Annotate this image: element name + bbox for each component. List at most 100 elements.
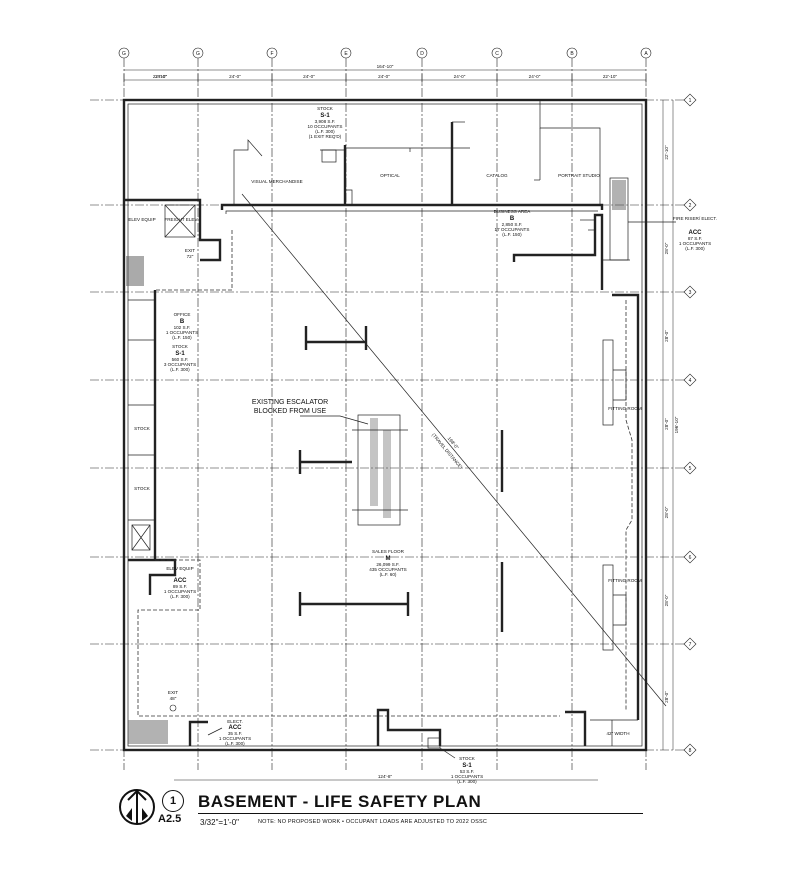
right-dim-3: 28'-0" [664,418,669,430]
north-arrow-icon [119,789,155,825]
grid-col-bubble-4 [416,47,428,59]
top-dim-0: 22'-10" [153,74,168,79]
elect-bottom-line-2: 1 OCCUPANTS [219,736,251,741]
office-line-1: 102 S.F. [174,325,191,330]
dim-bottom: 124'-8" [378,774,393,779]
stock-bottom-line-1: 53 S.F. [460,769,474,774]
portrait-label: PORTRAIT STUDIO [558,173,600,178]
optical-label: OPTICAL [380,173,400,178]
width-note: 42" WIDTH [606,731,629,736]
grid-col-bubble-0 [118,47,130,59]
fire-riser-name: FIRE RISER/ ELECT. [673,216,717,221]
business-code: B [510,216,515,222]
freight-elev-label: FREIGHT ELEV [164,217,198,222]
stock-bottom-name: STOCK [459,756,476,761]
grid-row-label-7: 8 [689,748,692,754]
grid-col-bubble-6 [566,47,578,59]
fire-riser-line-3: (L.F. 300) [685,246,705,251]
grid-row-label-4: 5 [689,466,692,472]
grid-col-bubble-3 [340,47,352,59]
grid-col-label-2: F [270,51,273,57]
sales-floor-code: M [386,556,391,562]
grid-col-label-5: C [495,51,499,57]
grid-col-label-0: G [122,51,126,57]
grid-col-label-4: D [420,51,424,57]
stock-top-name: STOCK [317,106,334,111]
escalator-leader [300,415,369,425]
grid-col-bubble-2 [266,47,278,59]
grid-col-label-1: G [196,51,200,57]
top-dim-2: 24'-0" [229,74,241,79]
title-underline [198,813,643,814]
fitting-room-2-label: FITTING ROOM [608,578,642,583]
right-dim-1: 28'-0" [664,242,669,254]
stock-top-line-2: 10 OCCUPANTS [308,124,343,129]
sales-floor-name: SALES FLOOR [372,549,405,554]
stock-left-line-2: 3 OCCUPANTS [164,362,196,367]
stock-top-line-1: 3,908 S.F. [315,119,336,124]
exit-top-label: EXIT [185,248,195,253]
elect-bottom-line-3: (L.F. 300) [225,741,245,746]
stock-top-line-3: (L.F. 300) [315,129,335,134]
exit-marker [169,704,177,712]
grid-row-bubble-7 [683,743,697,757]
drawing-note: NOTE: NO PROPOSED WORK • OCCUPANT LOADS … [258,819,488,825]
right-dim-0: 22'-10" [664,145,669,160]
grid-row-label-5: 6 [689,555,692,561]
stock-bottom-code: S-1 [462,763,472,769]
top-dim-1: 24'-0" [155,74,167,79]
elev-equip-bottom-code: ACC [174,578,188,584]
right-dim-5: 28'-0" [664,594,669,606]
stock-b-label: STOCK [134,486,151,491]
stock-top-line-4: (1 EXIT REQ'D) [309,134,342,139]
dim-right-overall: 196'-10" [674,416,679,433]
office-name: OFFICE [174,312,191,317]
business-line-2: 17 OCCUPANTS [495,227,530,232]
stock-left-code: S-1 [175,351,185,357]
top-dim-3: 24'-0" [303,74,315,79]
exit-bottom-label: EXIT [168,690,178,695]
grid-row-label-3: 4 [689,378,692,384]
top-dim-5: 24'-0" [454,74,466,79]
business-line-1: 2,850 S.F. [502,222,523,227]
grid-row-label-0: 1 [689,98,692,104]
grid-col-label-7: A [644,51,648,57]
grid-row-bubble-2 [683,285,697,299]
elev-equip-bottom-line-2: 1 OCCUPANTS [164,589,196,594]
grid-row-bubble-4 [683,461,697,475]
right-dimension-labels: 22'-10"28'-0"28'-0"28'-0"28'-0"28'-0"28'… [664,145,669,703]
sheet-number: A2.5 [158,813,182,825]
elect-bottom-name: ELECT. [227,719,243,724]
business-line-3: (L.F. 150) [502,232,522,237]
drawing-scale: 3/32"=1'-0" [200,818,240,827]
grid-row-bubble-0 [683,93,697,107]
sales-floor-line-3: (L.F. 60) [380,572,397,577]
drawing-title: BASEMENT - LIFE SAFETY PLAN [198,792,482,811]
grid-col-bubble-5 [491,47,503,59]
grid-row-label-6: 7 [689,642,692,648]
grid-col-bubble-1 [192,47,204,59]
grid-row-bubble-3 [683,373,697,387]
elev-equip-bottom-line-3: (L.F. 300) [170,594,190,599]
visual-merch-label: VISUAL MERCHANDISE [251,179,302,184]
grid-col-label-3: E [344,51,348,57]
stock-top-code: S-1 [320,113,330,119]
office-line-3: (L.F. 150) [172,335,192,340]
elev-equip-bottom-name: ELEV EQUIP [166,566,193,571]
stock-a-label: STOCK [134,426,151,431]
top-dim-7: 22'-10" [603,74,618,79]
elect-bottom-code: ACC [229,725,243,731]
dimension-lines [124,69,674,781]
escalator-note-1: EXISTING ESCALATOR [252,399,328,406]
office-code: B [180,319,185,325]
right-dim-2: 28'-0" [664,330,669,342]
exit-bottom-width: 48" [170,696,177,701]
stock-left-name: STOCK [172,344,189,349]
office-line-2: 1 OCCUPANTS [166,330,198,335]
grid-row-bubble-1 [683,198,697,212]
fire-riser-code: ACC [689,230,703,236]
dim-overall-top: 164'-10" [377,64,394,69]
sales-floor-line-2: 435 OCCUPANTS [369,567,406,572]
